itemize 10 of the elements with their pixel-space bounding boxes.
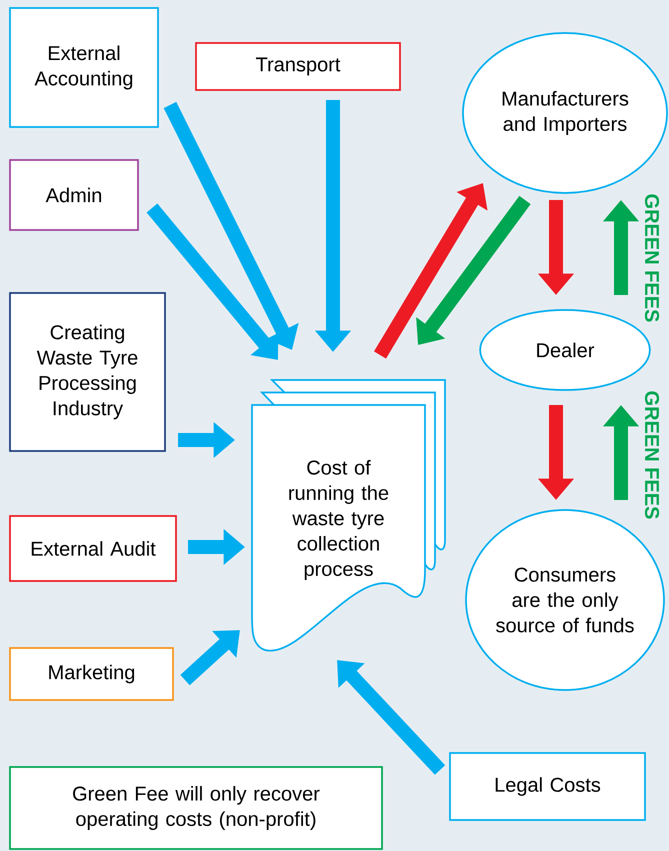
text-box: Admin (9, 159, 139, 231)
text-box: Marketing (9, 647, 174, 701)
text-box: Legal Costs (449, 752, 646, 821)
text-box: Transport (195, 42, 401, 91)
note-box: Green Fee will only recover operating costs (non-profit) (9, 766, 383, 850)
text-box: External Accounting (9, 7, 159, 128)
text-box: Creating Waste Tyre Processing Industry (9, 292, 166, 452)
arrow (180, 630, 240, 686)
arrow (337, 660, 446, 775)
text-box: External Audit (9, 515, 177, 582)
